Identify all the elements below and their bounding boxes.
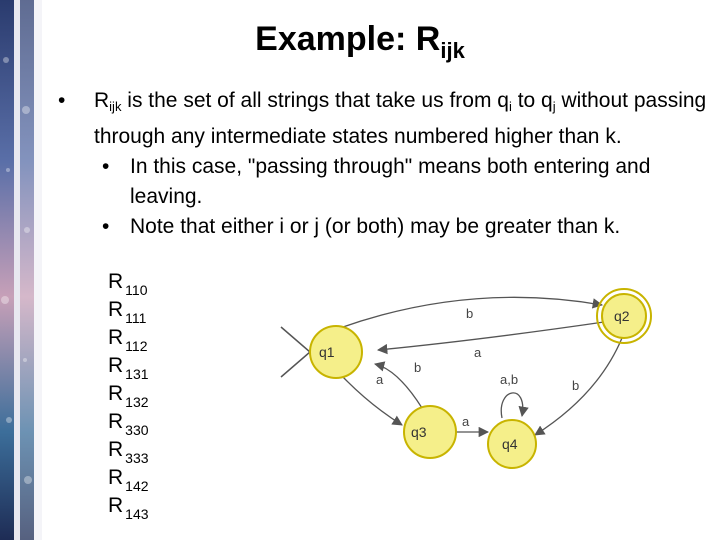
state-q2-outer [596, 288, 652, 344]
state-q2 [601, 293, 647, 339]
state-q3 [403, 405, 457, 459]
state-q2-label: q2 [614, 308, 630, 324]
state-q4-label: q4 [502, 436, 518, 452]
page-title: Example: Rijk [255, 20, 465, 63]
sub-bullet-note: •Note that either i or j (or both) may b… [102, 215, 621, 238]
edge-q1-q2 [339, 296, 604, 329]
edge-q4-self [500, 392, 529, 419]
start-state-marker [280, 326, 312, 378]
edge-q3-q1 [373, 361, 423, 409]
label-q3-q4: a [462, 414, 470, 429]
sub-bullet-passing-through: •In this case, "passing through" means b… [102, 155, 651, 208]
edge-q1-q3 [341, 375, 403, 426]
label-q3-q1: b [414, 360, 421, 375]
label-q2-q1: a [474, 345, 482, 360]
edge-q2-q1 [376, 321, 605, 355]
state-q1 [309, 325, 363, 379]
label-q1-q2: b [466, 306, 473, 321]
bullet-definition: •Rijk is the set of all strings that tak… [58, 89, 707, 148]
label-q4-self: a,b [500, 372, 518, 387]
label-q1-q3: a [376, 372, 384, 387]
state-q3-label: q3 [411, 424, 427, 440]
label-q2-q4: b [572, 378, 579, 393]
decorative-left-strip [0, 0, 42, 540]
bullet-list: •Rijk is the set of all strings that tak… [58, 86, 718, 242]
edge-q2-q4 [534, 337, 623, 436]
state-q1-label: q1 [319, 344, 335, 360]
state-q4 [487, 419, 537, 469]
